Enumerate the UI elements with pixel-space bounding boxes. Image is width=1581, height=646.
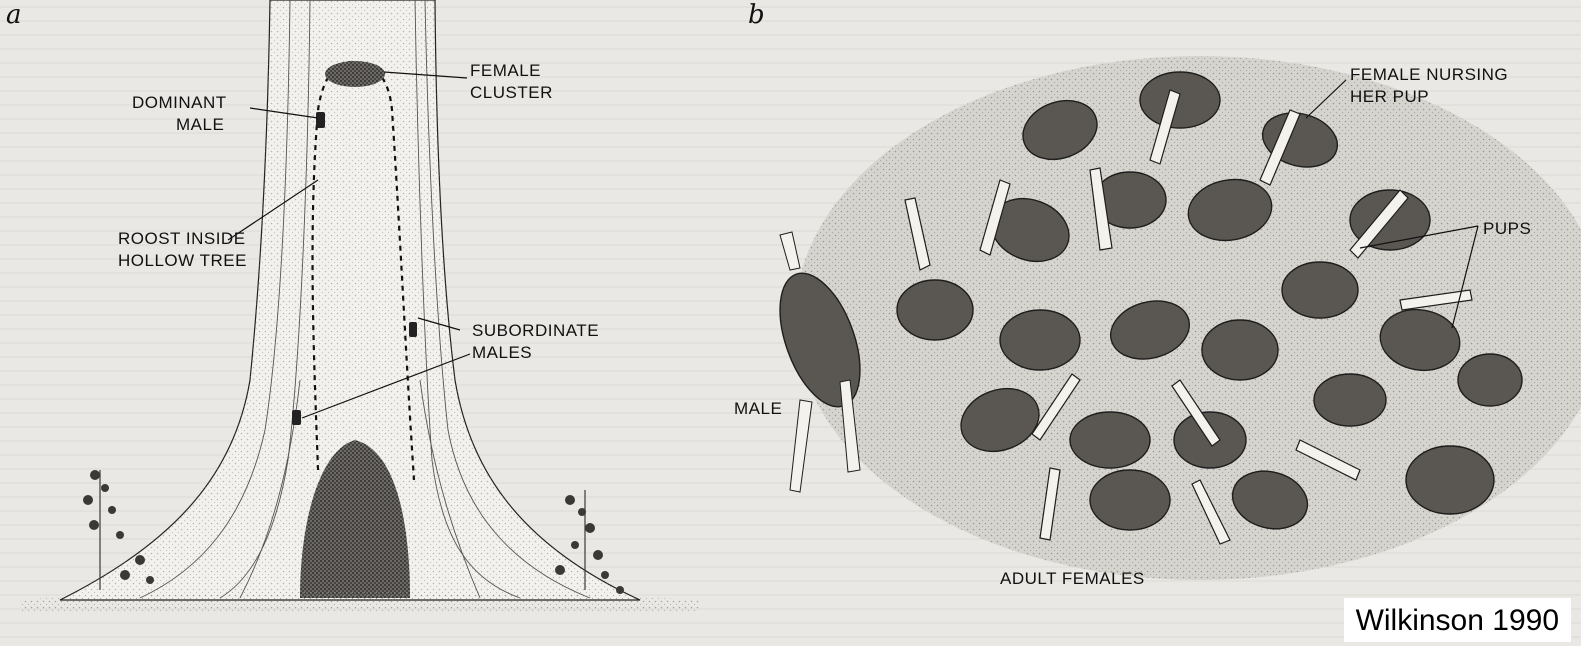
label-line: SUBORDINATE bbox=[472, 320, 599, 342]
label-roost: ROOST INSIDE HOLLOW TREE bbox=[118, 228, 247, 272]
panel-letter-b: b bbox=[748, 0, 765, 30]
subordinate-male-mark-1 bbox=[409, 322, 417, 337]
dominant-male-mark bbox=[316, 112, 325, 128]
female-cluster-mark bbox=[325, 61, 385, 87]
label-line: MALE bbox=[132, 114, 227, 136]
label-line: DOMINANT bbox=[132, 92, 227, 114]
label-female-nursing: FEMALE NURSING HER PUP bbox=[1350, 64, 1508, 108]
label-dominant-male: DOMINANT MALE bbox=[132, 92, 227, 136]
label-line: CLUSTER bbox=[470, 82, 553, 104]
label-line: FEMALE NURSING bbox=[1350, 64, 1508, 86]
label-line: FEMALE bbox=[470, 60, 553, 82]
label-line: HER PUP bbox=[1350, 86, 1508, 108]
label-pups: PUPS bbox=[1483, 218, 1531, 240]
credit: Wilkinson 1990 bbox=[1344, 598, 1571, 642]
subordinate-male-mark-2 bbox=[292, 410, 301, 425]
label-line: ROOST INSIDE bbox=[118, 228, 247, 250]
label-line: MALES bbox=[472, 342, 599, 364]
label-female-cluster: FEMALE CLUSTER bbox=[470, 60, 553, 104]
label-male: MALE bbox=[734, 398, 782, 420]
label-line: HOLLOW TREE bbox=[118, 250, 247, 272]
label-adult-females: ADULT FEMALES bbox=[1000, 568, 1145, 590]
panel-letter-a: a bbox=[6, 0, 22, 30]
label-subordinate-males: SUBORDINATE MALES bbox=[472, 320, 599, 364]
